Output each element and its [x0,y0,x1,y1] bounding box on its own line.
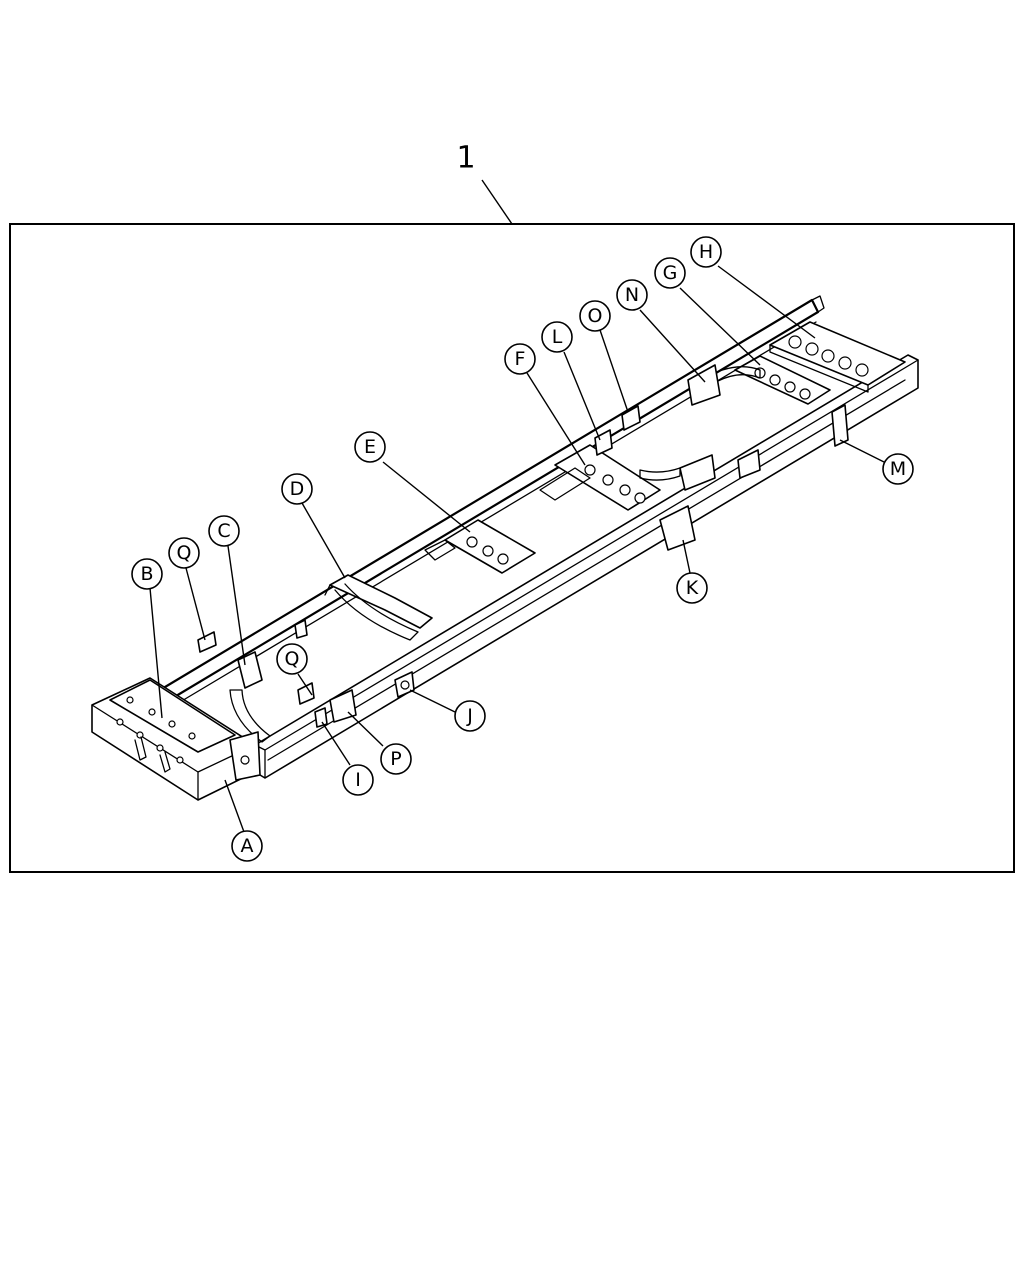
svg-text:I: I [355,769,361,791]
callout-l: L [541,321,573,353]
callout-o: O [579,300,611,332]
svg-text:O: O [588,305,603,327]
rear-crossmember [769,321,906,386]
crossmember-c [229,689,271,743]
svg-text:F: F [515,348,526,370]
svg-text:B: B [140,563,153,585]
assembly-leader-line [481,179,513,225]
callout-d: D [281,473,313,505]
callout-a: A [231,830,263,862]
svg-text:A: A [241,835,254,857]
svg-text:Q: Q [285,648,300,670]
bracket-k [659,505,696,551]
svg-text:M: M [890,458,906,480]
svg-text:Q: Q [177,542,192,564]
callout-e: E [354,431,386,463]
callout-q-upper: Q [168,537,200,569]
crossmember-d [329,574,433,629]
callout-p: P [380,743,412,775]
bracket-i [314,707,328,728]
bracket-q-upper [197,631,217,653]
svg-text:D: D [290,478,305,500]
svg-text:E: E [364,436,376,458]
bracket-l [594,429,613,456]
callout-c: C [208,515,240,547]
callout-n: N [616,279,648,311]
svg-text:G: G [663,262,678,284]
callout-m: M [882,453,914,485]
callout-f: F [504,343,536,375]
bracket-m [831,404,849,447]
assembly-number-label: 1 [456,141,475,176]
bracket-o [621,405,641,431]
svg-text:K: K [686,577,699,599]
diagram-border [9,223,1015,873]
callout-i: I [342,764,374,796]
svg-text:P: P [390,748,401,770]
callout-q-lower: Q [276,643,308,675]
svg-text:N: N [625,284,639,306]
bracket-n [687,364,721,406]
svg-text:C: C [217,520,230,542]
callout-k: K [676,572,708,604]
callout-j: J [454,700,486,732]
callouts: A B C D E F G H I J K L M N O P Q Q [131,236,914,862]
chassis-frame [91,295,919,801]
svg-text:H: H [699,241,713,263]
callout-h: H [690,236,722,268]
svg-text:L: L [552,326,563,348]
leader-lines [149,265,885,833]
svg-text:J: J [466,705,473,727]
callout-b: B [131,558,163,590]
callout-g: G [654,257,686,289]
